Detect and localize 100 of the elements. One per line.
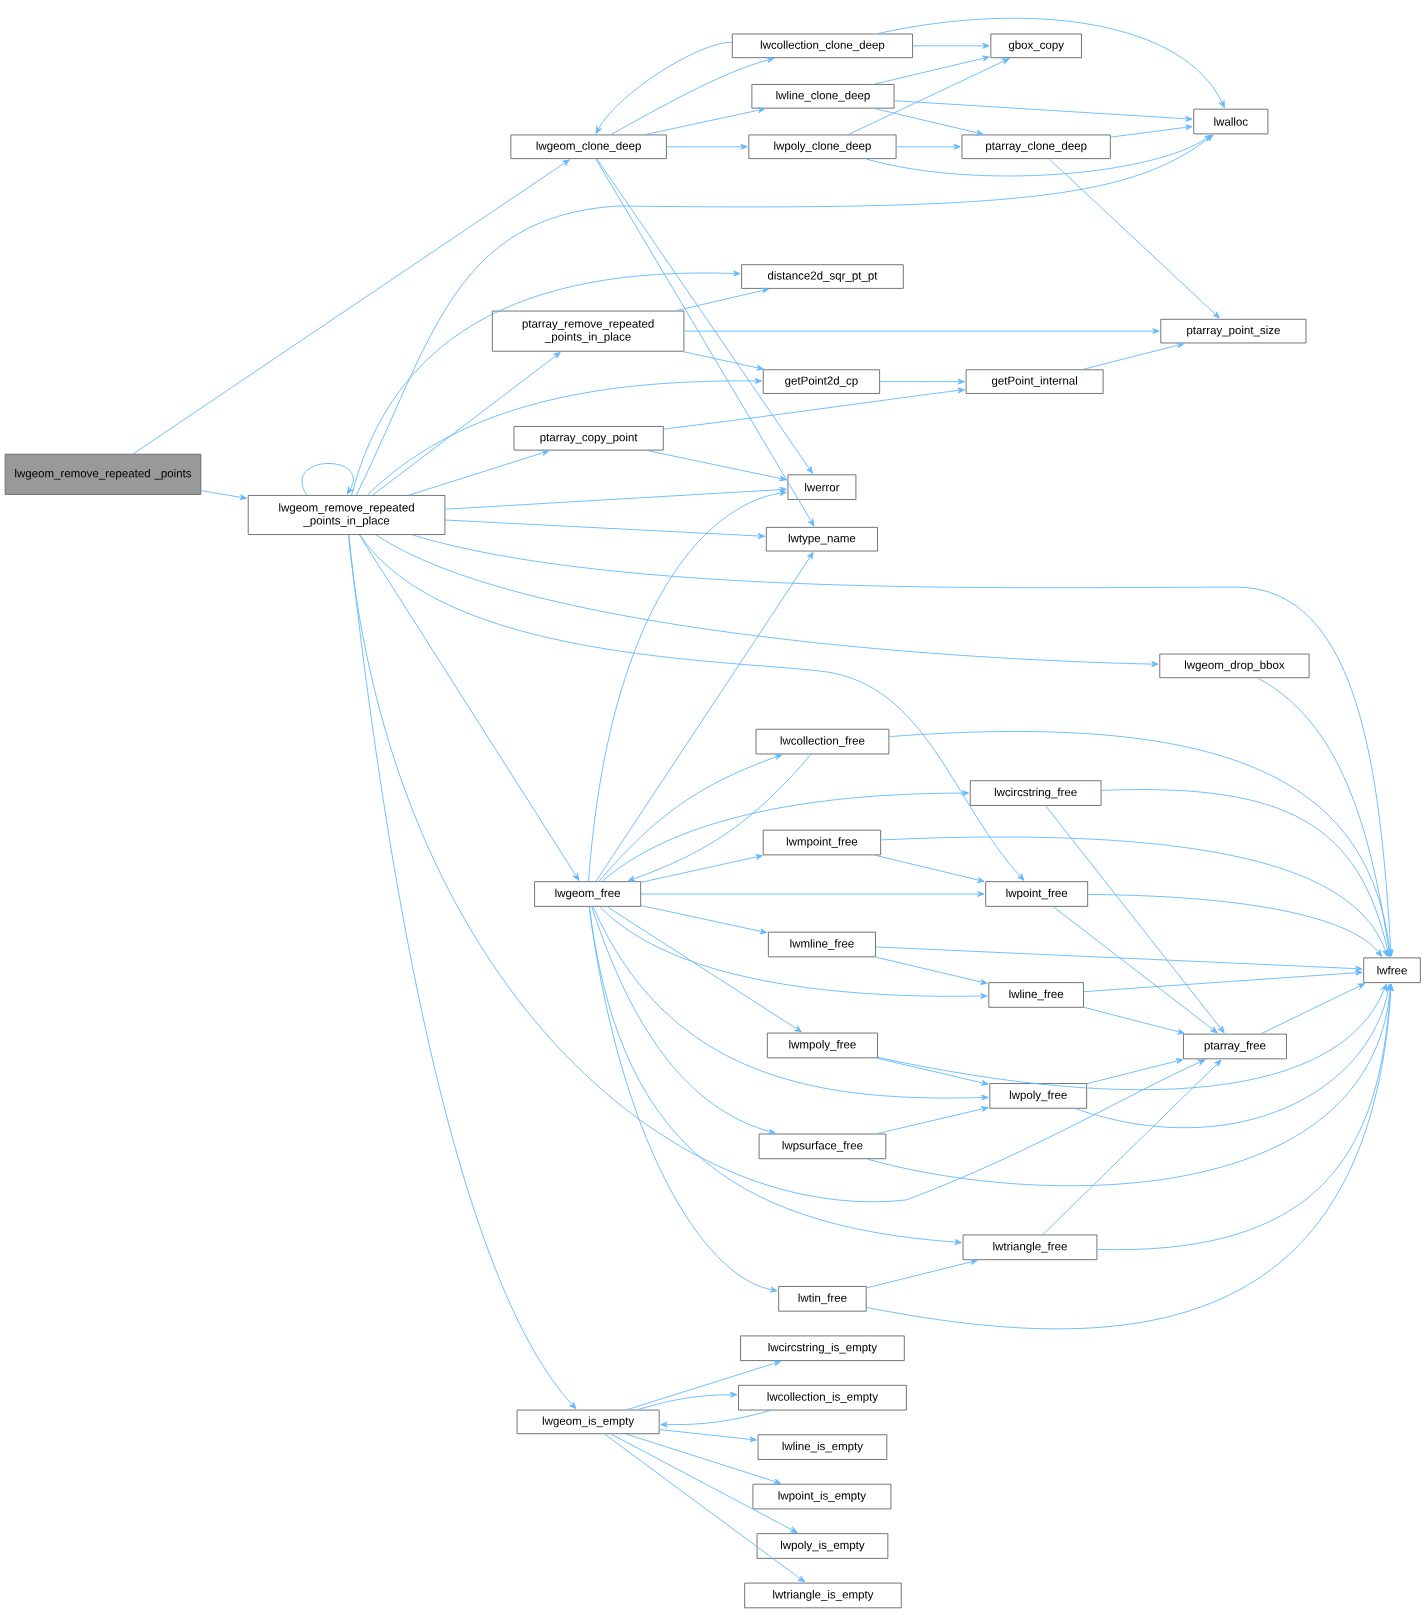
function-box: lwpoly_is_empty bbox=[756, 1533, 889, 1559]
function-box: lwmpoint_free bbox=[762, 829, 881, 856]
arrow bbox=[1100, 789, 1391, 957]
function-box: lwcircstring_is_empty bbox=[739, 1335, 905, 1362]
arrow bbox=[637, 1391, 738, 1411]
arrow bbox=[877, 17, 1225, 109]
arrow bbox=[1052, 906, 1218, 1034]
arrow bbox=[1082, 342, 1184, 370]
function-box: ptarray_free bbox=[1182, 1033, 1287, 1060]
arrow bbox=[610, 57, 774, 135]
arrow bbox=[1260, 983, 1365, 1035]
arrow bbox=[658, 1429, 757, 1443]
arrow bbox=[411, 534, 1394, 957]
function-box: lwpoint_is_empty bbox=[752, 1483, 892, 1510]
arrow bbox=[880, 836, 1388, 957]
arrow bbox=[351, 270, 741, 496]
arrow bbox=[591, 906, 776, 1135]
arrow bbox=[865, 1259, 978, 1289]
function-box: distance2d_sqr_pt_pt bbox=[740, 264, 904, 289]
arrow bbox=[912, 42, 990, 49]
function-box: lwgeom_free bbox=[533, 881, 641, 907]
arrow bbox=[683, 328, 1160, 335]
function-box: lwtype_name bbox=[765, 526, 878, 552]
arrow bbox=[595, 41, 733, 134]
arrow bbox=[876, 1057, 989, 1086]
arrow bbox=[640, 905, 767, 935]
function-box: lwmline_free bbox=[767, 931, 876, 958]
function-box: lwtin_free bbox=[777, 1286, 867, 1312]
arrow bbox=[1048, 158, 1220, 319]
function-box: lwgeom_drop_bbox bbox=[1159, 653, 1310, 679]
function-box: lwpoly_clone_deep bbox=[748, 134, 897, 160]
function-box: lwgeom_clone_deep bbox=[510, 134, 667, 160]
arrow bbox=[301, 463, 354, 496]
arrow bbox=[588, 906, 778, 1293]
arrow bbox=[1083, 969, 1363, 993]
function-box: lwline_clone_deep bbox=[751, 84, 895, 109]
arrow bbox=[682, 351, 764, 371]
arrow bbox=[348, 534, 577, 1410]
arrow bbox=[1083, 1006, 1185, 1035]
arrow bbox=[1042, 1059, 1222, 1235]
arrow bbox=[888, 731, 1393, 957]
arrow bbox=[874, 854, 985, 883]
arrow bbox=[660, 1410, 771, 1428]
arrow bbox=[132, 159, 570, 455]
function-box: lwgeom_remove_repeated _points_in_place bbox=[247, 494, 446, 535]
function-box: lwmpoly_free bbox=[766, 1032, 878, 1059]
arrow bbox=[359, 534, 1025, 881]
arrow bbox=[598, 754, 783, 882]
arrow bbox=[355, 134, 1214, 496]
arrow bbox=[444, 519, 765, 539]
arrow bbox=[627, 753, 812, 882]
arrow bbox=[879, 378, 965, 385]
function-box: lwcollection_is_empty bbox=[737, 1384, 907, 1411]
arrow bbox=[606, 906, 802, 1033]
arrow bbox=[1045, 805, 1225, 1034]
arrow bbox=[626, 1360, 781, 1411]
arrow bbox=[874, 55, 990, 85]
arrow bbox=[595, 552, 814, 882]
function-box: getPoint2d_cp bbox=[762, 369, 880, 394]
function-box: lwtriangle_is_empty bbox=[744, 1582, 902, 1609]
arrow bbox=[646, 450, 787, 482]
arrow bbox=[877, 983, 1387, 1090]
function-box: lwtriangle_free bbox=[962, 1234, 1098, 1261]
function-box: lwerror bbox=[787, 474, 857, 500]
function-box: lwline_free bbox=[988, 982, 1084, 1008]
arrow bbox=[1110, 124, 1193, 138]
function-box: lwcollection_clone_deep bbox=[731, 33, 913, 59]
arrow bbox=[666, 143, 748, 150]
function-box: lwfree bbox=[1363, 957, 1421, 984]
arrow bbox=[599, 906, 988, 999]
function-box: lwpoly_free bbox=[989, 1083, 1087, 1109]
function-box: ptarray_remove_repeated _points_in_place bbox=[491, 310, 685, 352]
function-box: ptarray_clone_deep bbox=[961, 134, 1111, 160]
function-box: lwalloc bbox=[1193, 108, 1269, 135]
arrow bbox=[675, 287, 769, 312]
function-box: lwpoint_free bbox=[985, 881, 1088, 907]
arrow bbox=[587, 490, 787, 882]
function-box: lwpsurface_free bbox=[758, 1133, 886, 1160]
arrow bbox=[867, 983, 1393, 1187]
function-box: getPoint_internal bbox=[965, 369, 1104, 394]
arrow bbox=[372, 351, 561, 496]
arrow bbox=[640, 891, 985, 897]
arrow bbox=[375, 534, 1159, 668]
arrow bbox=[595, 158, 815, 527]
arrow bbox=[604, 1433, 805, 1583]
arrow bbox=[409, 450, 549, 496]
arrow bbox=[200, 490, 247, 501]
arrow bbox=[875, 946, 1363, 972]
arrow bbox=[596, 158, 813, 474]
function-box: lwcircstring_free bbox=[969, 780, 1102, 806]
arrow bbox=[1087, 894, 1382, 957]
arrow bbox=[876, 1106, 989, 1134]
arrow bbox=[610, 1433, 798, 1534]
arrow bbox=[645, 107, 765, 135]
arrow bbox=[444, 486, 787, 510]
arrow bbox=[865, 134, 1212, 177]
function-box: gbox_copy bbox=[990, 33, 1082, 59]
arrow bbox=[893, 100, 1193, 122]
function-box: ptarray_copy_point bbox=[513, 425, 664, 451]
arrow bbox=[663, 387, 965, 430]
